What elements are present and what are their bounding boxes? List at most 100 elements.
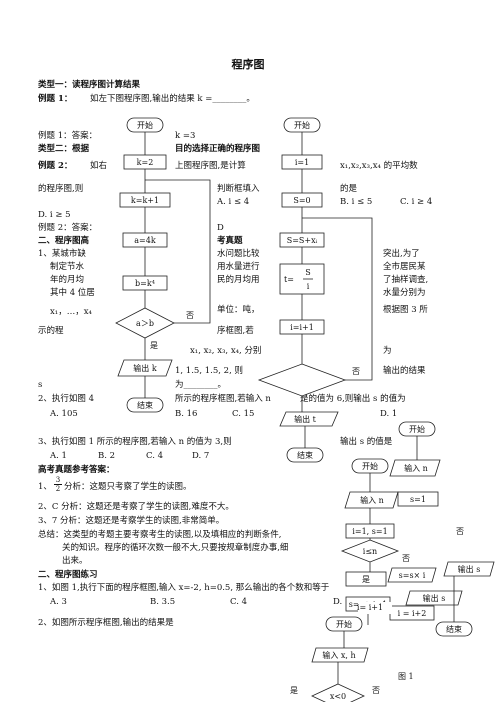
fc4-start-label: 开始	[362, 461, 378, 471]
fc5-no: 否	[372, 686, 380, 695]
practice-1-option-b: B. 3.5	[150, 597, 176, 607]
flowchart-2: 开始 i=1 S=0 S=S+xᵢ t= S i i=i+1 否 输出 t 结束	[257, 117, 373, 463]
q1-e: 用水量进行	[217, 262, 260, 272]
figure-1-caption: 图 1	[398, 672, 414, 681]
flowchart-3: 开始 开始 输入 n 输入 n s=1 i=1, s=1 i≤n 否 否 s=s…	[340, 421, 495, 637]
q1-k: 单位：吨，	[217, 305, 260, 315]
fc2-t: t=	[284, 275, 294, 284]
fc2-ss: S=S+xᵢ	[287, 236, 318, 245]
answer-2: 2、C 分析：这题还是考察了学生的读图,难度不大。	[38, 502, 234, 512]
fc2-start-label: 开始	[294, 120, 310, 130]
example-2-a: 如右	[90, 161, 108, 171]
q1-n: 根据图 3 所	[383, 305, 428, 315]
fc3-start-label: 开始	[409, 424, 425, 434]
example-2-e: 判断框填入	[217, 184, 260, 194]
section-practice: 二、程序图练习	[38, 570, 98, 580]
q1-l: 水量分别为	[383, 288, 426, 298]
fc3-s1: s=1	[410, 495, 426, 504]
q3-option-b: B. 2	[98, 451, 116, 461]
fc4-decision-2	[387, 567, 437, 583]
q3: 3、执行如图 1 所示的程序图,若输入 n 的值为 3,则	[38, 437, 232, 447]
answers-title: 高考真题参考答案：	[38, 465, 115, 475]
fc1-output	[117, 359, 173, 377]
fc2-loop	[302, 217, 373, 381]
answer-1-label: 1、	[38, 482, 52, 492]
fc1-yes: 是	[150, 341, 158, 350]
fc4-yes: 是	[362, 575, 370, 584]
example-2-label: 例题 2：	[38, 161, 73, 171]
fc2-end-label: 结束	[297, 450, 313, 460]
q3-option-c: C. 4	[146, 451, 164, 461]
summary-line-2: 关的知识。程序的循环次数一般不大,只要按规章制度办事,细	[62, 543, 289, 553]
fc2-ii1: i=i+1	[290, 323, 314, 332]
fc5-yes: 是	[290, 686, 298, 695]
example-2-b: 上图程序图,是计算	[175, 161, 246, 171]
fc4-no: 否	[402, 554, 410, 563]
q3-b: 输出 s 的值是	[340, 437, 393, 447]
fc5-decision	[311, 683, 365, 702]
example-2-option-c: C. i ≥ 4	[400, 197, 433, 207]
flowchart-1: 开始 k=2 k=k+1 a=4k b=k⁴ a＞b 否 是 输出 k 结束	[115, 117, 211, 413]
fc3-output-label: 输出 s	[458, 564, 481, 574]
fc4-ii1: i= i+1	[357, 603, 383, 612]
fc5-decision-label: x<0	[330, 692, 346, 701]
q2: 2、执行如图 4	[38, 394, 95, 404]
fc4-input	[344, 491, 399, 509]
fc3-output	[443, 561, 495, 577]
fc2-i1: i=1	[295, 158, 309, 167]
q2-option-c: C. 15	[232, 409, 255, 419]
fc4-output	[405, 590, 463, 606]
q2-option-b: B. 16	[175, 409, 198, 419]
q1-a: 1、某城市缺	[38, 249, 86, 259]
fc1-loop	[145, 179, 211, 324]
fc1-output-label: 输出 k	[133, 363, 157, 373]
fc1-kk1: k=k+1	[131, 196, 159, 205]
example-2-c: x₁,x₂,x₃,x₄ 的平均数	[340, 161, 418, 171]
page-title: 程序图	[231, 58, 265, 71]
q2-c: 是的值为 6,则输出 s 的值为	[300, 394, 406, 404]
fc1-end-label: 结束	[137, 400, 153, 410]
q1-r: 为	[383, 346, 392, 356]
fc4-sxi: s=s× i	[399, 571, 426, 580]
practice-1-option-a: A. 3	[50, 597, 67, 607]
fc3-input-label: 输入 n	[404, 463, 428, 473]
fc1-a4k: a=4k	[134, 236, 156, 245]
practice-2: 2、如图所示程序框图,输出的结果是	[38, 618, 174, 628]
example-1-answer: k =3	[175, 131, 196, 141]
fc4-mask	[358, 602, 392, 614]
fc5-input-label: 输入 x, h	[322, 650, 355, 660]
fc1-bk4: b=k⁴	[135, 279, 155, 288]
q3-option-d: D. 7	[192, 451, 210, 461]
fc2-output	[279, 411, 339, 427]
fc3-s1-box	[397, 491, 439, 507]
answer-1-denominator: 2	[55, 485, 61, 493]
fc3-end	[435, 621, 473, 637]
fc4-decision-label: i≤n	[363, 547, 377, 556]
fc1-decision-label: a＞b	[136, 319, 154, 328]
fc1-start-label: 开始	[137, 120, 153, 130]
fc5-input	[311, 647, 369, 663]
q1-p: 序框图,若	[217, 326, 254, 336]
example-2-option-b: B. i ≤ 5	[340, 197, 373, 207]
fc4-input-label: 输入 n	[360, 495, 384, 505]
fc4-i2: i = i+2	[398, 609, 427, 618]
q1-j: 其中 4 位居	[50, 288, 95, 298]
fc2-output-label: 输出 t	[294, 414, 317, 424]
q1-d: 制定节水	[50, 262, 85, 272]
example-1-text: 如左下图程序图,输出的结果 k =________。	[90, 94, 255, 104]
answer-1-numerator: 3	[54, 476, 62, 485]
fc1-k2: k=2	[137, 158, 154, 167]
fc2-s0: S=0	[293, 196, 310, 205]
practice-1: 1、如图 1,执行下面的程序框图,输入 x=-2, h=0.5, 那么输出的各个…	[38, 583, 330, 593]
q2-option-a: A. 105	[50, 409, 78, 419]
q2-b: 所示的程序框图,若输入 n	[175, 394, 271, 404]
flowchart-5: 开始 输入 x, h 图 1 x<0 是 否	[290, 616, 414, 702]
summary-line-3: 出来。	[62, 556, 88, 566]
example-2-d: 的程序图,则	[38, 184, 84, 194]
fc2-t-den: i	[307, 282, 310, 291]
q1-h: 民的月均用	[217, 275, 260, 285]
fc4-no-2: 否	[456, 527, 464, 536]
example-1-answer-label: 例题 1：答案：	[38, 131, 98, 141]
example-2-option-d: D. i ≥ 5	[38, 210, 71, 220]
